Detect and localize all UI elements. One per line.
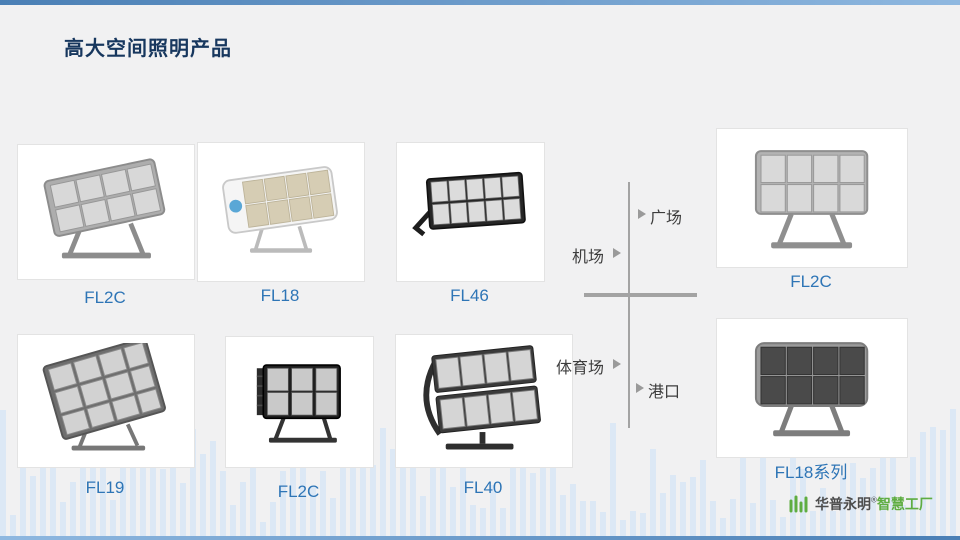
product-card-fl2c-mid <box>225 336 374 468</box>
floodlight-image <box>256 363 341 443</box>
product-label-fl19: FL19 <box>85 478 125 497</box>
floodlight-image <box>755 150 869 249</box>
arrow-icon <box>638 209 646 219</box>
product-label-fl2c-right: FL2C <box>790 272 832 291</box>
product-label-fl18-series: FL18系列 <box>774 463 848 482</box>
page-title: 高大空间照明产品 <box>64 38 232 60</box>
floodlight-image <box>42 342 166 451</box>
diagram-label-stadium: 体育场 <box>556 360 605 377</box>
brand-m-icon <box>789 495 808 513</box>
arrow-icon <box>613 248 621 258</box>
equalizer-bars-decoration <box>0 386 960 536</box>
diagram-label-airport: 机场 <box>572 249 605 266</box>
product-card-fl40 <box>395 334 573 468</box>
product-card-fl19 <box>17 334 195 468</box>
top-accent-strip <box>0 0 960 5</box>
registered-mark: ® <box>871 495 877 505</box>
bottom-accent-strip <box>0 536 960 540</box>
product-card-fl18 <box>197 142 365 282</box>
company-logo: 华普永明®智慧工厂 <box>788 494 933 514</box>
product-label-fl2c-top: FL2C <box>84 288 126 307</box>
diagram-horizontal-axis <box>584 293 697 297</box>
floodlight-image <box>411 172 526 237</box>
arrow-icon <box>613 359 621 369</box>
product-card-fl18-series <box>716 318 908 458</box>
floodlight-image <box>43 158 165 259</box>
logo-suffix-text: 智慧工厂 <box>876 496 933 512</box>
product-label-fl40: FL40 <box>463 478 503 497</box>
product-card-fl2c-right <box>716 128 908 268</box>
product-label-fl46: FL46 <box>450 286 489 305</box>
diagram-label-port: 港口 <box>648 384 681 401</box>
diagram-vertical-axis <box>628 182 630 428</box>
product-card-fl46 <box>396 142 545 282</box>
diagram-label-plaza: 广场 <box>650 210 683 227</box>
floodlight-image <box>423 345 541 450</box>
product-card-fl2c-top <box>17 144 195 280</box>
floodlight-image <box>755 342 869 437</box>
arrow-icon <box>636 383 644 393</box>
logo-brand-text: 华普永明 <box>815 496 871 512</box>
product-label-fl18: FL18 <box>260 286 300 305</box>
product-label-fl2c-mid: FL2C <box>277 482 320 501</box>
floodlight-image <box>222 166 338 254</box>
